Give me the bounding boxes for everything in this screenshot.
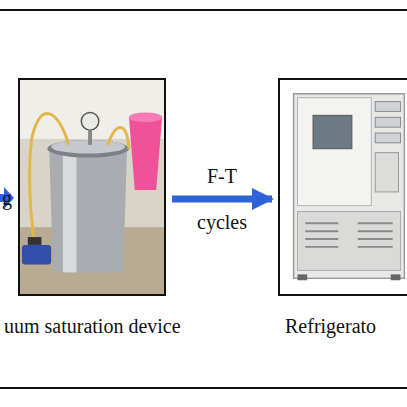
label-text: g — [2, 187, 12, 209]
frame-line — [0, 387, 407, 389]
incoming-arrow — [0, 187, 14, 209]
caption-text: Refrigerato — [285, 315, 376, 337]
cut-label: g — [2, 186, 12, 210]
label-text: F-T cycles — [197, 165, 247, 233]
frame-line — [0, 9, 407, 11]
photo-panel: uum saturation device — [18, 78, 166, 296]
panel-caption: Refrigerato — [285, 314, 376, 338]
photo-panel: Refrigerato — [278, 78, 407, 296]
process-arrow — [172, 196, 272, 203]
panel-caption: uum saturation device — [4, 314, 181, 338]
photo-illustration — [20, 80, 164, 294]
photo-frame — [278, 78, 407, 296]
photo-illustration — [280, 80, 407, 294]
arrow-label: F-T cycles — [187, 153, 257, 245]
photo-frame — [18, 78, 166, 296]
caption-text: uum saturation device — [4, 315, 181, 337]
